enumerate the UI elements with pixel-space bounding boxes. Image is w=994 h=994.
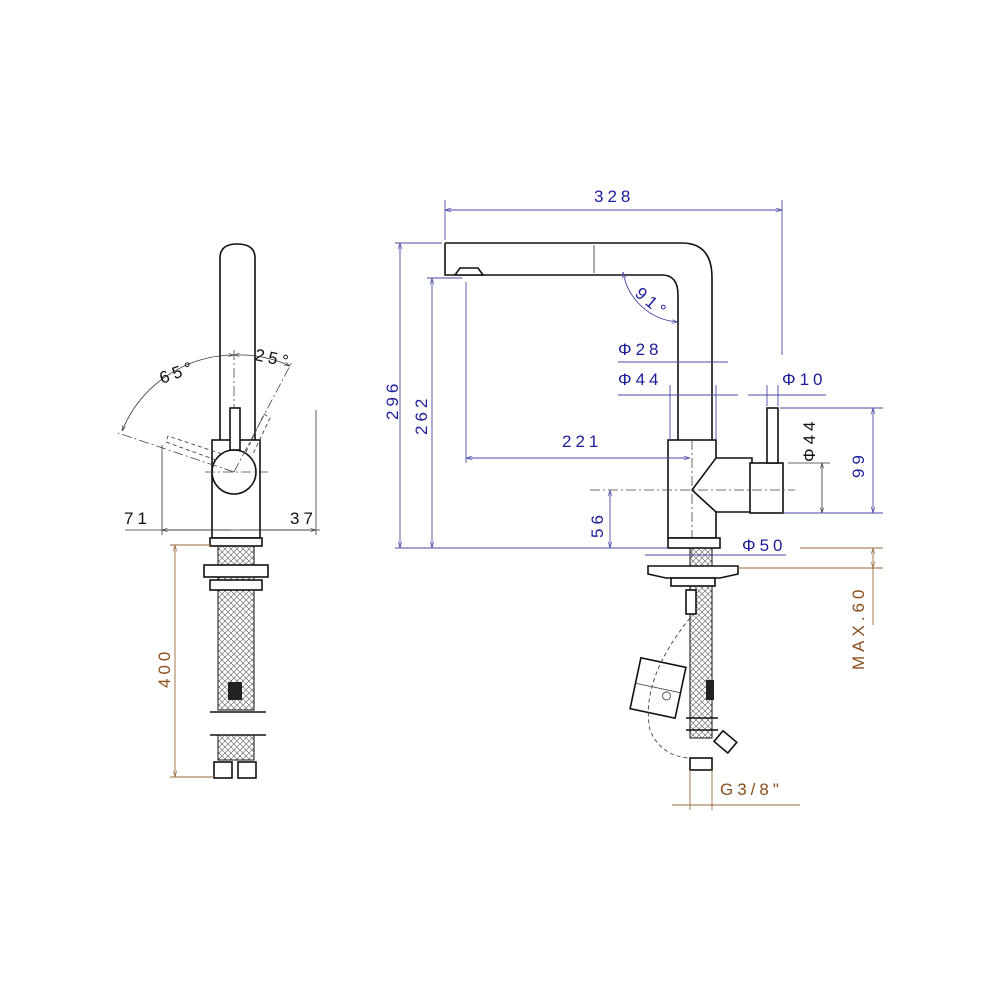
handle-height-99-label: 99 [849,451,868,478]
side-mounting-nut [203,564,269,578]
lever-diameter-label: Φ10 [782,370,826,389]
offset-71-label: 71 [124,509,151,528]
spout-diameter-label: Φ28 [618,340,662,359]
offset-37-label: 37 [290,509,317,528]
reach-328-label: 328 [594,187,634,206]
side-hose-nut-right [237,761,257,779]
front-mounting-plate [647,565,739,579]
angle-25-label: 25° [253,345,294,371]
front-handle [749,462,784,514]
distance-221-label: 221 [562,432,602,451]
axis-height-56-label: 56 [588,511,607,538]
thread-size-label: G3/8" [720,780,783,799]
body-diameter-label: Φ44 [618,370,662,389]
front-view: 328 296 262 221 91° Φ28 Φ44 Φ10 Φ44 99 5… [383,187,883,810]
hose-length-label: 400 [155,648,174,688]
base-diameter-label: Φ50 [742,536,786,555]
front-spout [444,242,713,440]
height-296-label: 296 [383,380,402,420]
side-lever [229,407,241,451]
side-hose-nut-left [213,761,233,779]
angle-65-label: 65° [157,357,199,388]
front-hose-nut [689,757,713,771]
max-deck-thickness-label: MAX.60 [849,586,868,670]
handle-diameter-label: Φ44 [800,418,819,462]
side-spout [219,243,256,440]
side-view: 65° 25° 71 37 400 [117,243,320,779]
angle-91-label: 91° [631,284,672,323]
front-lever [766,407,779,464]
flow-module [629,656,687,720]
spout-nozzle [453,267,485,276]
height-262-label: 262 [412,395,431,435]
